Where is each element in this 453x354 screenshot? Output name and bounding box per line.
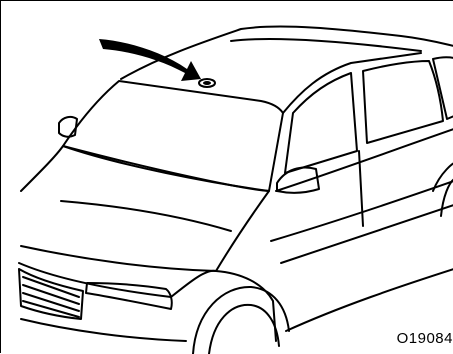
roof-sensor-marker (199, 79, 215, 87)
car-roof (121, 27, 453, 79)
side-molding (281, 205, 453, 263)
lower-bumper (21, 319, 186, 341)
rocker-panel (286, 269, 453, 331)
front-fender (171, 271, 276, 341)
rear-side-window (363, 61, 443, 143)
front-wheel (209, 305, 279, 354)
rear-quarter-window (433, 57, 453, 119)
rear-view-mirror (59, 117, 77, 137)
hood (21, 146, 269, 271)
figure-reference-code: O19084 (397, 330, 453, 347)
hood-crease (61, 201, 231, 231)
pointer-arrow-icon (99, 39, 201, 81)
door-beltline (276, 129, 453, 191)
roof-rear-edge (231, 39, 421, 51)
front-side-window (285, 73, 357, 173)
